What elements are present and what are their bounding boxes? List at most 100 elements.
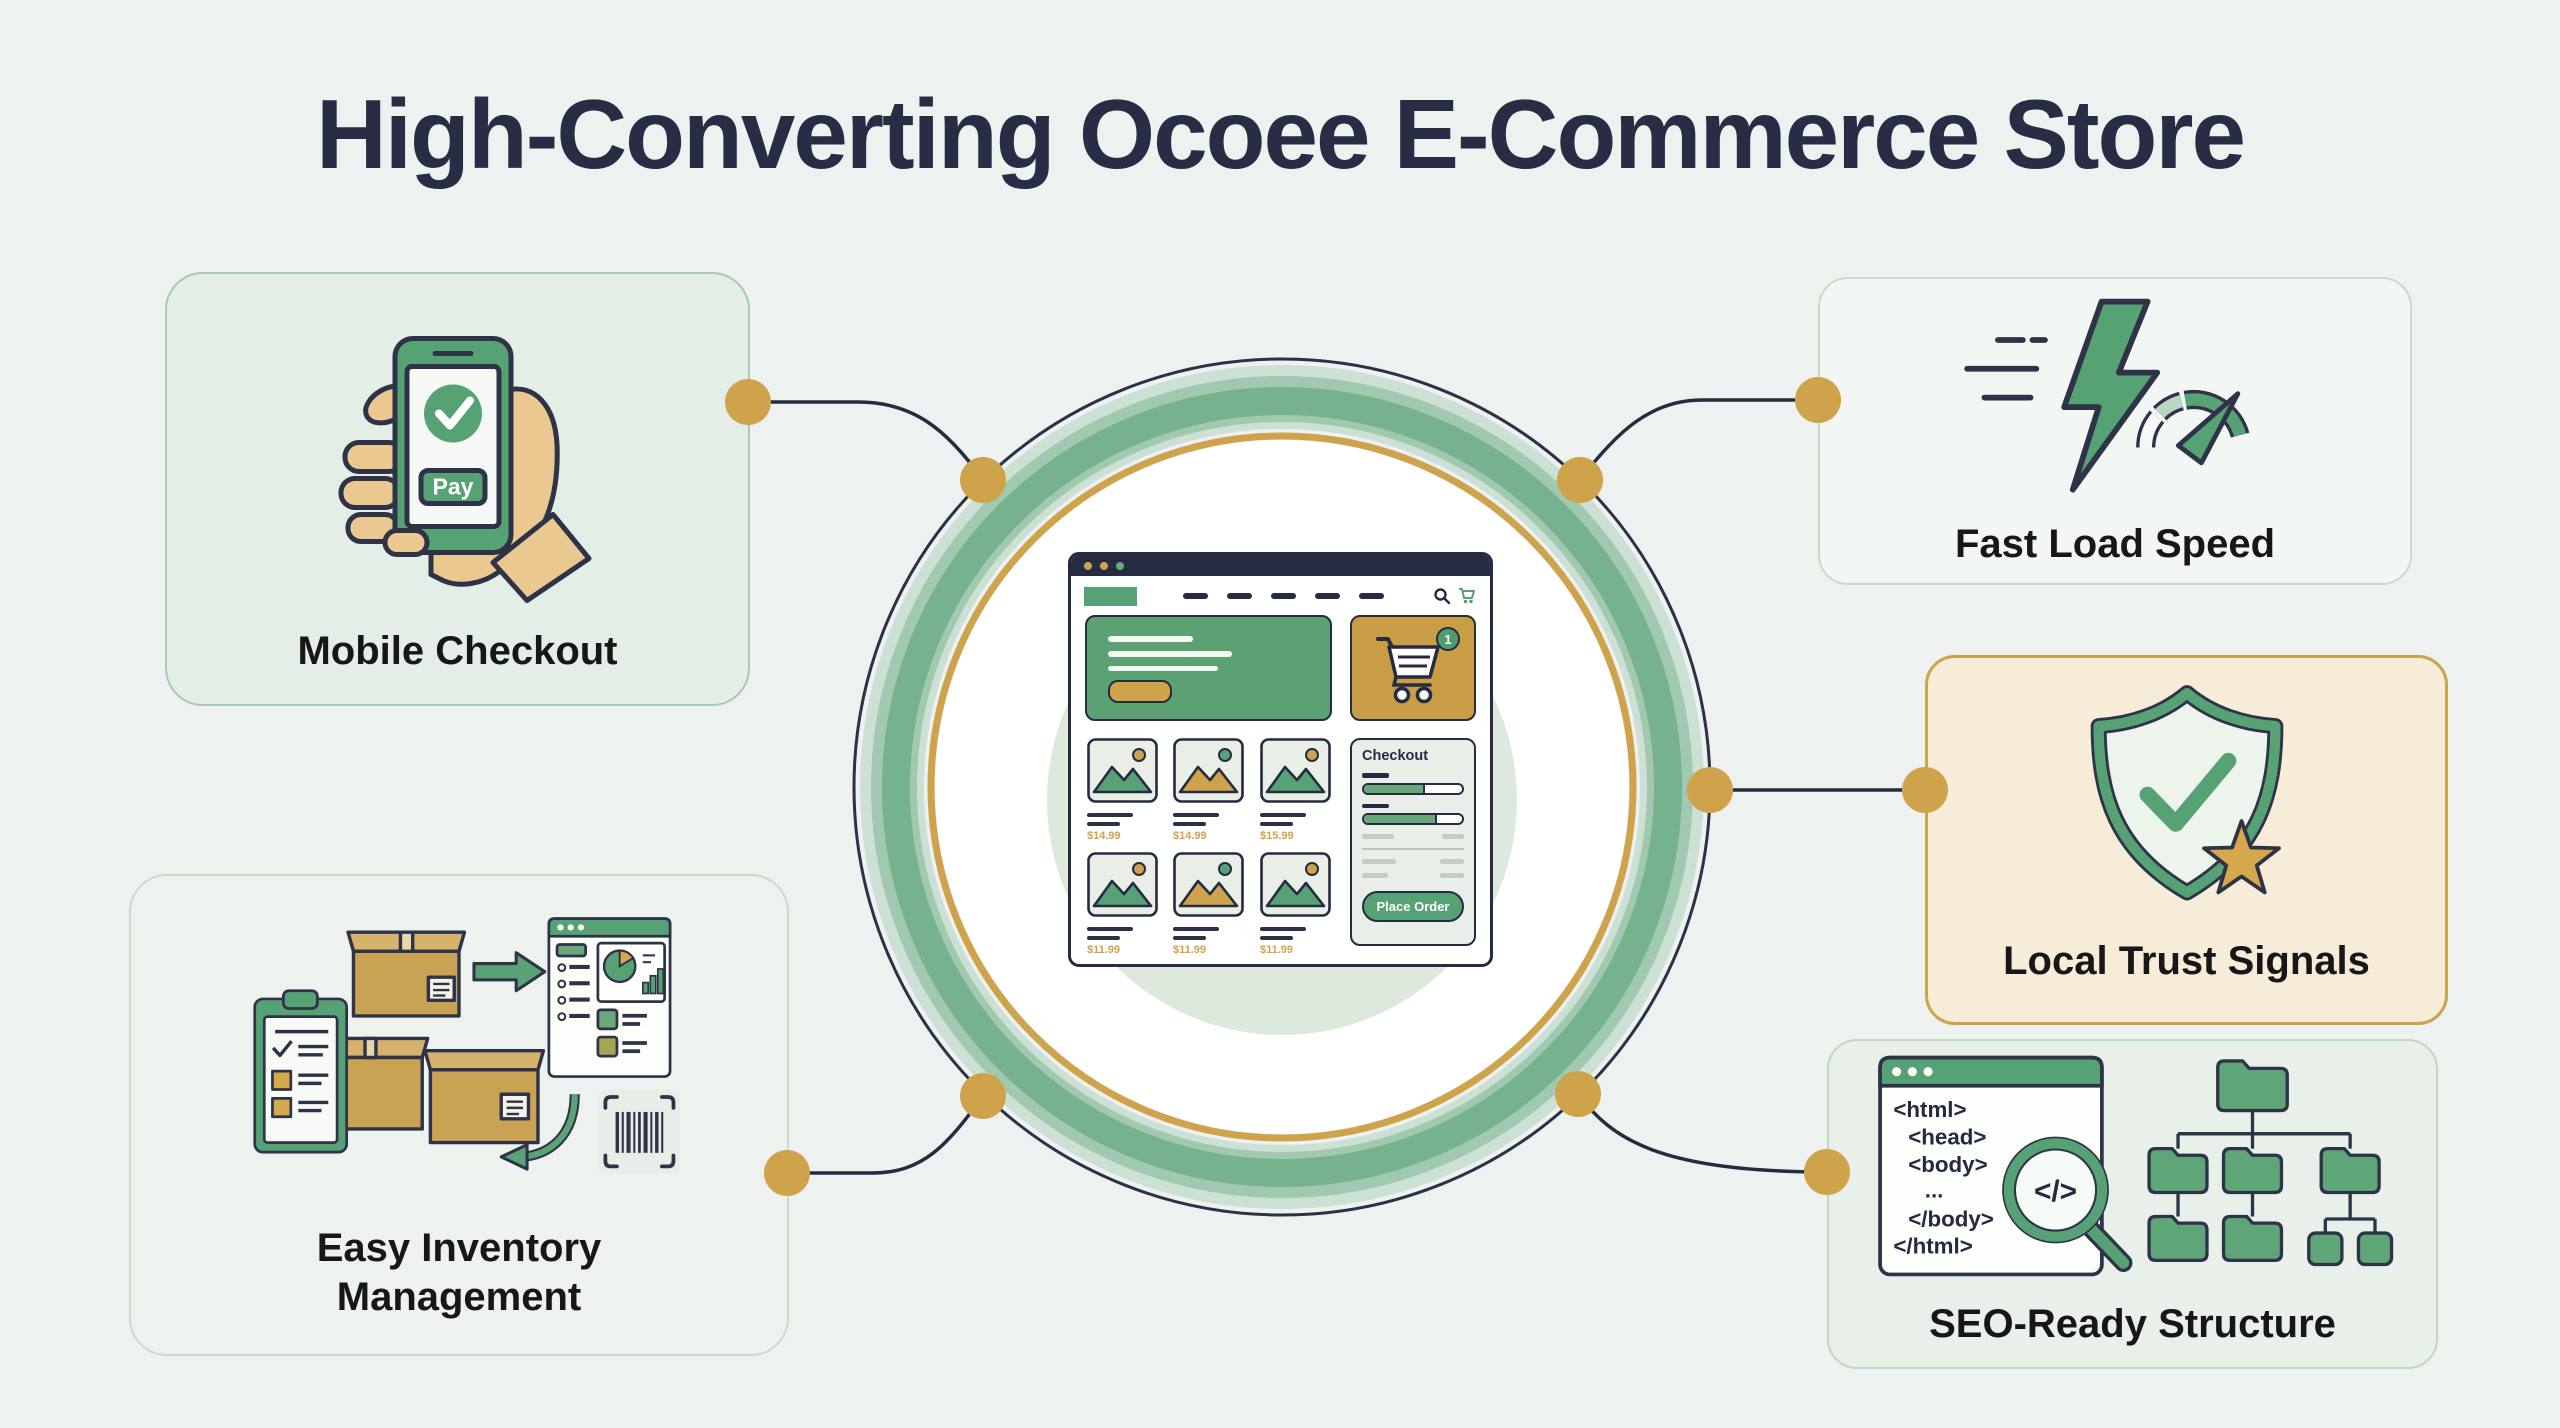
product-text-line	[1260, 821, 1293, 826]
checklist-clipboard	[253, 989, 349, 1154]
speed-gauge	[2136, 390, 2250, 466]
card-label-seo-ready: SEO-Ready Structure	[1929, 1302, 2336, 1347]
product-card: $14.99	[1173, 738, 1244, 842]
hero-text-line	[1108, 666, 1218, 671]
product-text-line	[1173, 821, 1206, 826]
product-card: $14.99	[1087, 738, 1158, 842]
seo-illustration-icon: <html> <head> <body> ... </body> </html>	[1878, 1055, 2394, 1276]
cart-icon	[1459, 588, 1475, 604]
summary-line	[1440, 872, 1464, 878]
product-text-line	[1087, 812, 1133, 817]
trust-shield-star-icon	[2090, 685, 2283, 901]
card-label-local-trust-signals: Local Trust Signals	[2003, 939, 2370, 984]
hero-cta-button	[1108, 680, 1172, 703]
product-text-line	[1087, 935, 1120, 940]
lightning-bolt	[2061, 298, 2161, 493]
form-field-bar	[1362, 813, 1464, 825]
code-line: </html>	[1893, 1233, 1972, 1258]
window-dot	[1084, 561, 1092, 570]
product-price: $14.99	[1173, 830, 1207, 842]
connector-dot	[960, 457, 1006, 503]
barcode-icon	[599, 1089, 680, 1175]
product-image-placeholder-icon	[1260, 738, 1331, 803]
summary-line	[1362, 872, 1388, 878]
store-nav-bar	[1071, 576, 1490, 616]
code-line: <html>	[1893, 1097, 1966, 1122]
cart-count-badge: 1	[1436, 627, 1460, 651]
product-text-line	[1260, 935, 1293, 940]
form-label-line	[1362, 803, 1389, 808]
checkout-panel: Checkout Place Order	[1350, 738, 1476, 946]
product-card: $11.99	[1087, 852, 1158, 956]
code-line: <body>	[1908, 1151, 1987, 1176]
shield-green-band	[2092, 688, 2281, 898]
code-line: ...	[1925, 1177, 1944, 1202]
product-image-placeholder-icon	[1260, 852, 1331, 917]
cart-promo-tile: 1	[1350, 615, 1476, 721]
card-fast-load-speed: Fast Load Speed	[1818, 277, 2412, 585]
place-order-button: Place Order	[1362, 890, 1464, 922]
window-dot	[1100, 561, 1108, 570]
card-mobile-checkout: Pay Mobile Checkout	[165, 272, 750, 706]
card-label-mobile-checkout: Mobile Checkout	[297, 629, 618, 674]
product-price: $11.99	[1173, 944, 1207, 956]
product-text-line	[1260, 812, 1306, 817]
product-text-line	[1173, 935, 1206, 940]
code-window: <html> <head> <body> ... </body> </html>	[1878, 1055, 2104, 1276]
store-browser-mockup: 1 $14.99 $14.99	[1068, 552, 1493, 967]
product-text-line	[1087, 926, 1133, 931]
product-image-placeholder-icon	[1087, 738, 1158, 803]
checkout-title: Checkout	[1362, 748, 1429, 764]
connector-dot	[1555, 1071, 1601, 1117]
connector-dot	[960, 1073, 1006, 1119]
store-logo	[1084, 586, 1137, 606]
card-seo-ready: <html> <head> <body> ... </body> </html>	[1827, 1039, 2438, 1369]
product-text-line	[1173, 812, 1219, 817]
connector-dot	[1687, 767, 1733, 813]
product-image-placeholder-icon	[1173, 738, 1244, 803]
magnifier-code-glyph: </>	[2034, 1174, 2077, 1207]
pay-button-label: Pay	[432, 474, 473, 500]
product-image-placeholder-icon	[1173, 852, 1244, 917]
speed-bolt-gauge-icon	[1964, 298, 2250, 493]
browser-titlebar	[1071, 555, 1490, 576]
card-easy-inventory: Easy Inventory Management	[129, 874, 789, 1356]
divider	[1362, 848, 1464, 850]
product-text-line	[1260, 926, 1306, 931]
code-magnifier-icon: </>	[2002, 1136, 2133, 1272]
product-price: $11.99	[1087, 944, 1121, 956]
connector-line	[1576, 1092, 1828, 1174]
summary-line	[1440, 858, 1464, 864]
code-line: <head>	[1908, 1124, 1986, 1149]
product-card: $11.99	[1260, 852, 1331, 956]
connector-line	[748, 400, 985, 482]
product-text-line	[1087, 821, 1120, 826]
arrow-left-curved-icon	[499, 1094, 580, 1171]
window-dot	[1116, 561, 1124, 570]
summary-line	[1362, 858, 1396, 864]
summary-line	[1442, 834, 1464, 839]
card-label-easy-inventory: Easy Inventory Management	[316, 1226, 602, 1320]
sitemap-folder-tree	[2147, 1058, 2394, 1266]
product-price: $11.99	[1260, 944, 1294, 956]
card-local-trust-signals: Local Trust Signals	[1925, 655, 2448, 1025]
product-text-line	[1173, 926, 1219, 931]
gold-star	[2201, 819, 2281, 895]
inventory-dashboard-window	[547, 917, 672, 1079]
form-field-bar	[1362, 782, 1464, 795]
nav-menu-items	[1183, 593, 1384, 599]
connector-dot	[1557, 457, 1603, 503]
form-label-line	[1362, 773, 1389, 778]
product-card: $15.99	[1260, 738, 1331, 842]
hero-text-line	[1108, 651, 1232, 657]
inventory-illustration-icon	[253, 917, 680, 1175]
mobile-pay-icon: Pay	[338, 336, 591, 604]
page-title: High-Converting Ocoee E-Commerce Store	[316, 79, 2246, 189]
product-image-placeholder-icon	[1087, 852, 1158, 917]
product-price: $14.99	[1087, 830, 1121, 842]
product-price: $15.99	[1260, 830, 1294, 842]
search-icon	[1434, 588, 1451, 605]
connector-line	[787, 1094, 985, 1175]
arrow-right-icon	[472, 951, 547, 993]
